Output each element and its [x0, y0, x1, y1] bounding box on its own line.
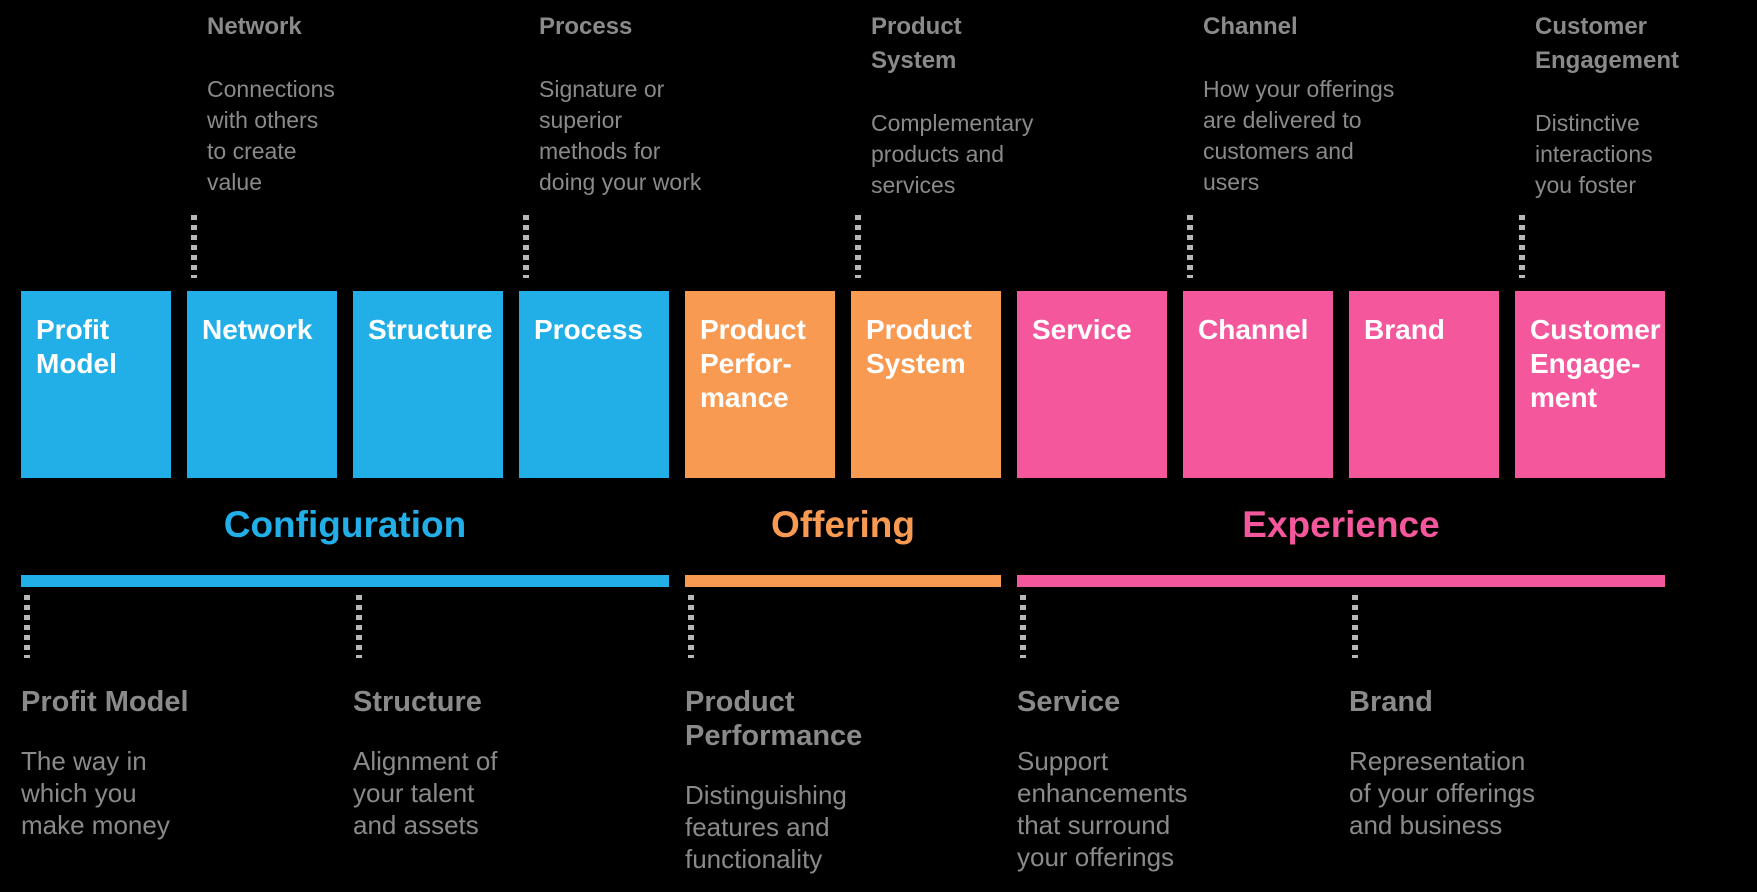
annotation-heading: Product Performance [685, 686, 863, 752]
box-label: Profit Model [36, 314, 117, 379]
annotation-heading: Channel [1203, 13, 1298, 40]
annotation-heading: Structure [353, 686, 482, 718]
dashed-connector-channel [1187, 215, 1193, 278]
annotation-body: Distinctive interactions you foster [1535, 110, 1653, 198]
annotation-body: Representation of your offerings and bus… [1349, 746, 1535, 840]
bottom-annotation-brand: Brand Representation of your offerings a… [1349, 685, 1649, 841]
top-annotation-customer-engagement: Customer Engagement Distinctive interact… [1535, 10, 1757, 201]
bottom-annotation-profit-model: Profit Model The way in which you make m… [21, 685, 321, 841]
box-label: Process [534, 314, 643, 345]
category-label-offering: Offering [771, 504, 915, 545]
annotation-body: Signature or superior methods for doing … [539, 76, 702, 195]
annotation-body: Alignment of your talent and assets [353, 746, 498, 840]
category-bar-offering [685, 575, 1001, 587]
annotation-heading: Process [539, 13, 633, 40]
category-bar-experience [1017, 575, 1665, 587]
bottom-annotation-service: Service Support enhancements that surrou… [1017, 685, 1317, 873]
annotation-body: Distinguishing features and functionalit… [685, 780, 847, 874]
dashed-connector-service [1020, 595, 1026, 658]
box-network: Network [187, 291, 337, 478]
dashed-connector-customer-engagement [1519, 215, 1525, 278]
annotation-heading: Service [1017, 686, 1121, 718]
box-label: Product Perfor- mance [700, 314, 806, 413]
dashed-connector-profit-model [24, 595, 30, 658]
annotation-heading: Brand [1349, 686, 1433, 718]
box-structure: Structure [353, 291, 503, 478]
box-channel: Channel [1183, 291, 1333, 478]
top-annotation-channel: Channel How your offerings are delivered… [1203, 10, 1428, 198]
box-label: Brand [1364, 314, 1445, 345]
annotation-heading: Profit Model [21, 686, 189, 718]
top-annotation-product-system: Product System Complementary products an… [871, 10, 1096, 201]
annotation-body: Connections with others to create value [207, 76, 335, 195]
category-label-configuration: Configuration [223, 504, 467, 545]
category-bar-configuration [21, 575, 669, 587]
box-label: Service [1032, 314, 1132, 345]
box-label: Channel [1198, 314, 1309, 345]
dashed-connector-product-system [855, 215, 861, 278]
annotation-body: The way in which you make money [21, 746, 170, 840]
annotation-heading: Customer Engagement [1535, 13, 1680, 74]
box-service: Service [1017, 291, 1167, 478]
top-annotation-process: Process Signature or superior methods fo… [539, 10, 764, 198]
dashed-connector-brand [1352, 595, 1358, 658]
annotation-heading: Product System [871, 13, 962, 74]
box-product-performance: Product Perfor- mance [685, 291, 835, 478]
dashed-connector-process [523, 215, 529, 278]
box-process: Process [519, 291, 669, 478]
annotation-body: Complementary products and services [871, 110, 1034, 198]
box-label: Structure [368, 314, 493, 345]
annotation-body: Support enhancements that surround your … [1017, 746, 1188, 872]
annotation-heading: Network [207, 13, 302, 40]
box-label: Customer Engage- ment [1530, 314, 1661, 413]
box-brand: Brand [1349, 291, 1499, 478]
box-label: Network [202, 314, 313, 345]
box-customer-engagement: Customer Engage- ment [1515, 291, 1665, 478]
bottom-annotation-product-performance: Product Performance Distinguishing featu… [685, 685, 985, 875]
dashed-connector-network [191, 215, 197, 278]
bottom-annotation-structure: Structure Alignment of your talent and a… [353, 685, 653, 841]
box-product-system: Product System [851, 291, 1001, 478]
box-label: Product System [866, 314, 972, 379]
dashed-connector-product-performance [688, 595, 694, 658]
box-profit-model: Profit Model [21, 291, 171, 478]
category-label-experience: Experience [1242, 504, 1440, 545]
annotation-body: How your offerings are delivered to cust… [1203, 76, 1395, 195]
top-annotation-network: Network Connections with others to creat… [207, 10, 432, 198]
dashed-connector-structure [356, 595, 362, 658]
